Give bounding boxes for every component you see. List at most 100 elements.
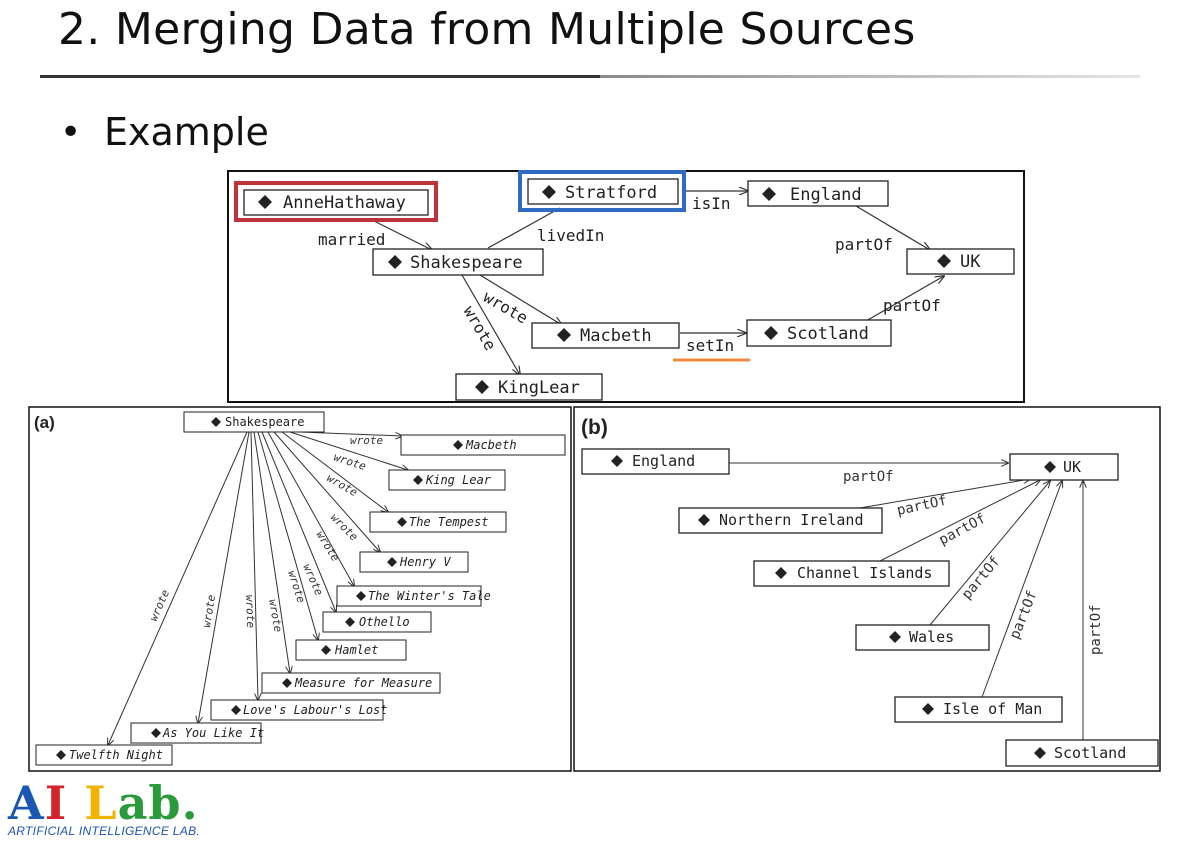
- title-underline-fade: [600, 75, 1140, 78]
- node-diamond-icon: [356, 591, 366, 601]
- edge-label-livedIn: livedIn: [537, 226, 604, 245]
- b-node-part: England: [581, 448, 730, 475]
- node-diamond-icon: [611, 455, 623, 467]
- a-edge-kinglear: [289, 431, 408, 470]
- svg-text:Wales: Wales: [909, 628, 954, 646]
- node-diamond-icon: [557, 328, 571, 342]
- a-node-shakespeare: Shakespeare: [183, 411, 325, 433]
- a-edge-measure: [253, 431, 290, 673]
- panel-b: (b) partOf partOf partOf partOf partOf p…: [573, 406, 1161, 772]
- node-diamond-icon: [321, 645, 331, 655]
- node-diamond-icon: [387, 557, 397, 567]
- b-node-part: Scotland: [1005, 739, 1159, 767]
- node-england: England: [747, 180, 889, 207]
- a-node-play: King Lear: [388, 469, 506, 491]
- svg-text:Love's Labour's Lost: Love's Labour's Lost: [243, 703, 388, 717]
- svg-text:The Winter's Tale: The Winter's Tale: [368, 589, 491, 603]
- b-node-part: Northern Ireland: [678, 507, 883, 534]
- svg-text:Isle of Man: Isle of Man: [943, 700, 1042, 718]
- node-shakespeare: Shakespeare: [372, 248, 544, 276]
- node-diamond-icon: [922, 703, 934, 715]
- b-edge-wales: [929, 481, 1050, 626]
- svg-text:Scotland: Scotland: [787, 324, 869, 344]
- node-diamond-icon: [388, 255, 402, 269]
- edge-partOf-england: [855, 205, 930, 250]
- a-node-play: Othello: [322, 611, 432, 633]
- edge-label-partOf-scotland: partOf: [883, 296, 941, 315]
- node-kinglear: KingLear: [455, 373, 603, 401]
- svg-text:AnneHathaway: AnneHathaway: [283, 193, 406, 213]
- node-diamond-icon: [764, 326, 778, 340]
- stratford-highlight: [518, 170, 686, 212]
- slide-title: 2. Merging Data from Multiple Sources: [58, 4, 916, 55]
- node-annehathaway: AnneHathaway: [234, 181, 438, 222]
- a-edge-hamlet: [257, 431, 318, 640]
- a-edge-asyoulike: [198, 431, 250, 723]
- svg-text:Twelfth Night: Twelfth Night: [69, 748, 163, 762]
- a-edge-label: wrote: [266, 598, 285, 633]
- panel-b-label: (b): [581, 416, 608, 439]
- bullet-text: Example: [104, 110, 269, 154]
- a-edge-macbeth: [299, 431, 402, 436]
- b-edge-channelislands: [877, 480, 1040, 563]
- a-node-play: As You Like It: [130, 722, 264, 744]
- svg-text:Macbeth: Macbeth: [465, 438, 517, 452]
- a-node-play: Macbeth: [400, 434, 566, 456]
- svg-text:KingLear: KingLear: [498, 378, 580, 398]
- a-edge-loves: [250, 431, 258, 700]
- a-edge-label: wrote: [200, 593, 218, 628]
- a-node-play: Henry V: [359, 551, 469, 573]
- node-diamond-icon: [282, 678, 292, 688]
- node-diamond-icon: [1034, 747, 1046, 759]
- node-diamond-icon: [231, 705, 241, 715]
- b-node-uk: UK: [1009, 453, 1119, 481]
- title-underline: [40, 75, 600, 78]
- top-graph: married livedIn isIn partOf partOf wrote…: [227, 170, 1025, 403]
- b-node-part: Channel Islands: [753, 560, 950, 587]
- b-edge-northernireland: [847, 479, 1030, 511]
- a-edge-henryv: [273, 431, 380, 552]
- edge-label-partOf-england: partOf: [835, 235, 893, 254]
- a-edge-wintertale: [267, 431, 354, 586]
- svg-text:Stratford: Stratford: [565, 183, 657, 203]
- node-diamond-icon: [1044, 461, 1056, 473]
- node-diamond-icon: [413, 475, 423, 485]
- node-diamond-icon: [762, 187, 776, 201]
- a-edge-tempest: [281, 431, 388, 512]
- node-diamond-icon: [775, 567, 787, 579]
- svg-text:Shakespeare: Shakespeare: [225, 415, 304, 429]
- svg-text:King Lear: King Lear: [425, 473, 492, 487]
- node-diamond-icon: [345, 617, 355, 627]
- node-diamond-icon: [151, 728, 161, 738]
- node-diamond-icon: [56, 750, 66, 760]
- b-node-part: Isle of Man: [894, 696, 1063, 723]
- node-diamond-icon: [937, 254, 951, 268]
- logo-letter-a: A: [8, 776, 45, 830]
- ai-lab-logo: AI Lab. ARTIFICIAL INTELLIGENCE LAB.: [8, 780, 200, 838]
- logo-letter-i: I: [44, 776, 68, 830]
- logo-letters-ab: ab.: [117, 776, 199, 830]
- b-node-part: Wales: [855, 624, 990, 651]
- svg-text:Henry V: Henry V: [399, 555, 451, 569]
- svg-text:Othello: Othello: [359, 615, 410, 629]
- bullet-marker: •: [60, 112, 82, 153]
- node-scotland: Scotland: [746, 319, 892, 347]
- edge-wrote-macbeth: [479, 274, 562, 325]
- svg-text:England: England: [632, 452, 695, 470]
- node-diamond-icon: [211, 417, 221, 427]
- panel-a: (a) wrote wrote wrote wrote wrote wrote …: [28, 406, 572, 772]
- edge-livedIn: [487, 207, 561, 249]
- a-node-play: Hamlet: [295, 639, 407, 661]
- panel-a-label: (a): [34, 413, 55, 432]
- a-node-play: The Winter's Tale: [336, 585, 491, 607]
- a-node-play: The Tempest: [369, 511, 507, 533]
- node-macbeth: Macbeth: [531, 322, 680, 349]
- svg-text:Measure for Measure: Measure for Measure: [294, 676, 432, 690]
- a-edge-label: wrote: [350, 434, 383, 447]
- svg-text:UK: UK: [1063, 458, 1081, 476]
- a-node-play: Love's Labour's Lost: [210, 699, 388, 721]
- svg-text:Shakespeare: Shakespeare: [410, 253, 523, 273]
- a-edge-label: wrote: [243, 595, 257, 629]
- edge-wrote-kinglear: [461, 274, 520, 375]
